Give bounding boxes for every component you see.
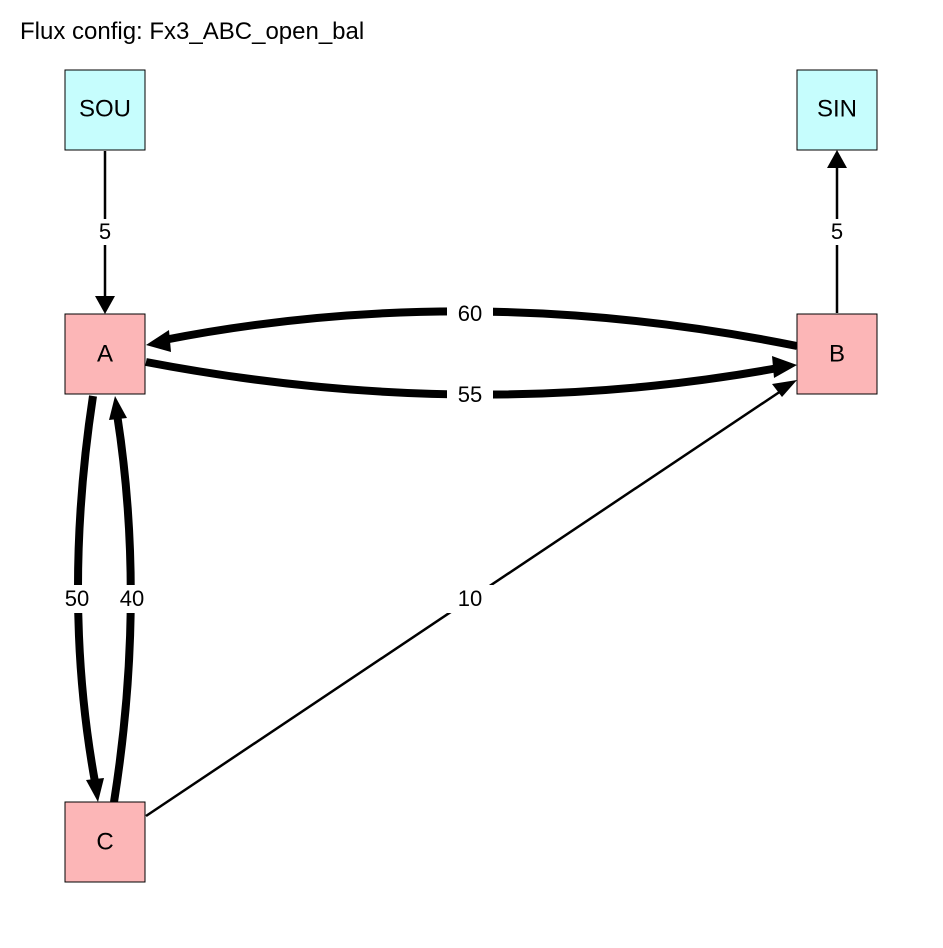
node-sou[interactable]: SOU <box>64 69 146 151</box>
node-a[interactable]: A <box>64 313 146 395</box>
node-label-b: B <box>829 340 845 367</box>
edge-a-to-c[interactable]: 50 <box>60 395 104 802</box>
edge-b-to-a[interactable]: 60 <box>146 300 798 352</box>
edge-label-c-a: 40 <box>120 586 144 611</box>
edge-c-to-a[interactable]: 40 <box>109 396 149 803</box>
node-label-sin: SIN <box>817 95 857 122</box>
edge-label-b-sin: 5 <box>831 219 843 244</box>
edge-a-to-b[interactable]: 55 <box>145 356 797 409</box>
node-label-c: C <box>96 828 113 855</box>
edge-c-to-b[interactable]: 10 <box>145 380 797 818</box>
edge-sou-to-a[interactable]: 5 <box>94 151 116 314</box>
edge-label-sou-a: 5 <box>99 219 111 244</box>
edge-label-b-a: 60 <box>458 301 482 326</box>
nodes: SOU SIN A B C <box>64 69 878 883</box>
node-label-a: A <box>97 340 113 367</box>
edges: 5 5 60 55 50 <box>60 150 848 818</box>
edge-label-c-b: 10 <box>458 586 482 611</box>
edge-label-a-b: 55 <box>458 382 482 407</box>
node-label-sou: SOU <box>79 95 131 122</box>
node-b[interactable]: B <box>796 313 878 395</box>
node-c[interactable]: C <box>64 801 146 883</box>
edge-b-to-sin[interactable]: 5 <box>826 150 848 313</box>
edge-label-a-c: 50 <box>65 586 89 611</box>
node-sin[interactable]: SIN <box>796 69 878 151</box>
diagram-title: Flux config: Fx3_ABC_open_bal <box>20 18 365 45</box>
